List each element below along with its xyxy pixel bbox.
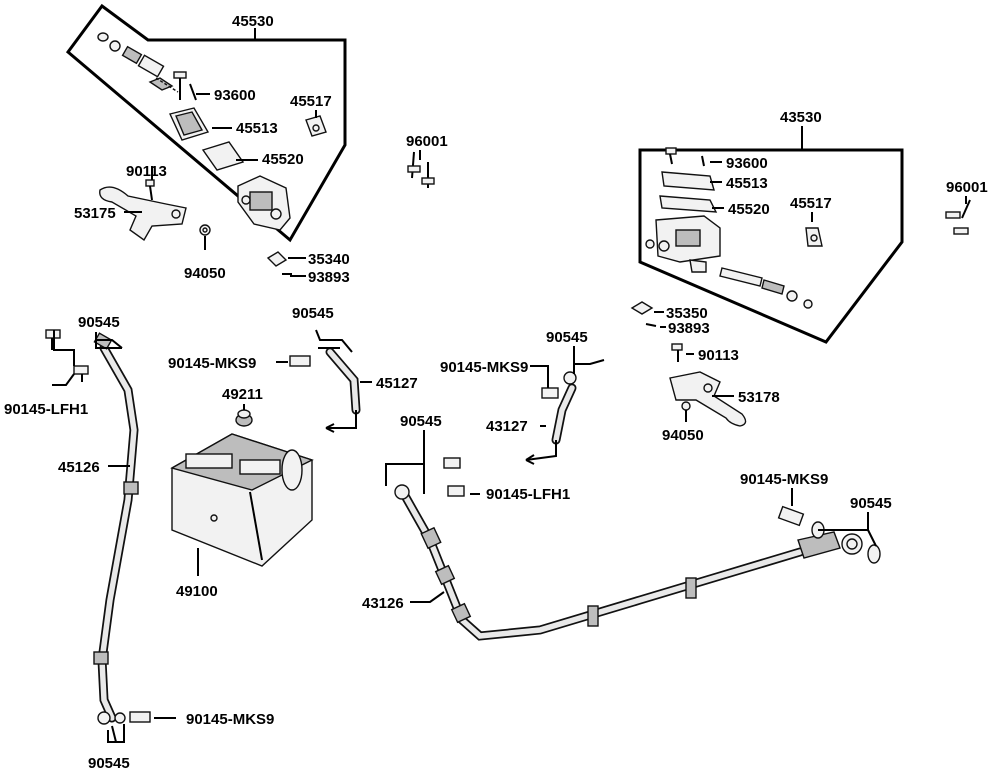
right-diaphragm [659, 195, 718, 213]
label-90145-mks9-bottom: 90145-MKS9 [186, 711, 274, 728]
label-96001-center: 96001 [406, 133, 448, 150]
label-45127: 45127 [376, 375, 418, 392]
label-43127: 43127 [486, 418, 528, 435]
left-lever-53175 [99, 186, 187, 242]
label-93600-right: 93600 [726, 155, 768, 172]
right-reservoir-screws [665, 147, 705, 167]
left-master-cylinder-group-box [65, 3, 347, 243]
switch-35350 [630, 301, 657, 327]
label-45517-right: 45517 [790, 195, 832, 212]
bolt-96001-center [407, 151, 435, 188]
label-90113-right: 90113 [698, 347, 739, 364]
label-90545-abs: 90545 [292, 305, 334, 322]
label-53178: 53178 [738, 389, 780, 406]
label-35340: 35340 [308, 251, 350, 268]
label-45126: 45126 [58, 459, 100, 476]
label-45520-right: 45520 [728, 201, 770, 218]
label-93600-left: 93600 [214, 87, 256, 104]
hose-43126-fittings [394, 484, 863, 627]
label-94050-left: 94050 [184, 265, 226, 282]
right-master-cylinder-group-box [638, 148, 904, 344]
left-master-cylinder-piston-kit [97, 32, 179, 93]
bolt-90145-mks9-center [541, 371, 577, 399]
label-49100: 49100 [176, 583, 218, 600]
nut-94050-left [199, 224, 211, 236]
right-lever-53178 [669, 371, 747, 427]
label-45517-left: 45517 [290, 93, 332, 110]
label-93893-left: 93893 [308, 269, 350, 286]
label-43530: 43530 [780, 109, 822, 126]
label-45513-right: 45513 [726, 175, 768, 192]
switch-35340 [266, 251, 292, 275]
left-master-cylinder-body [237, 175, 291, 231]
bolt-96001-right [945, 199, 971, 235]
label-94050-right: 94050 [662, 427, 704, 444]
label-90145-mks9-right: 90145-MKS9 [740, 471, 828, 488]
label-35350: 35350 [666, 305, 708, 322]
label-43126: 43126 [362, 595, 404, 612]
grommet-49211 [235, 409, 253, 427]
label-90145-mks9-center: 90145-MKS9 [440, 359, 528, 376]
screw-90113-left [145, 179, 155, 201]
label-49211: 49211 [222, 386, 263, 403]
label-90545-left-top: 90545 [78, 314, 120, 331]
right-piston-kit [719, 267, 813, 309]
label-90113-left: 90113 [126, 163, 167, 180]
label-90545-right: 90545 [850, 495, 892, 512]
label-45513-left: 45513 [236, 120, 278, 137]
bolt-90145-mks9-bottom-left [129, 711, 151, 723]
leader-lines [52, 93, 967, 743]
label-90545-center-lower: 90545 [400, 413, 442, 430]
left-diaphragm [201, 141, 245, 171]
bolt-90145-lfh1-left [45, 329, 89, 382]
label-90545-center: 90545 [546, 329, 588, 346]
label-45530: 45530 [232, 13, 274, 30]
right-reservoir-cap [661, 171, 715, 191]
label-90545-bottom: 90545 [88, 755, 130, 772]
label-96001-right: 96001 [946, 179, 988, 196]
label-93893-right: 93893 [668, 320, 710, 337]
label-90145-lfh1-left: 90145-LFH1 [4, 401, 88, 418]
left-bracket-45517 [305, 115, 327, 137]
abs-unit-49100 [170, 433, 314, 567]
bolt-90145-lfh1-center [443, 457, 465, 497]
label-53175: 53175 [74, 205, 116, 222]
right-bracket-45517 [805, 227, 823, 247]
left-reservoir-screws [173, 71, 197, 101]
bolt-90145-mks9-abs [289, 355, 311, 367]
label-90145-lfh1-center: 90145-LFH1 [486, 486, 570, 503]
right-master-cylinder-body [645, 215, 721, 273]
left-reservoir-cap [169, 107, 210, 141]
label-45520-left: 45520 [262, 151, 304, 168]
screw-90113-right [671, 343, 683, 362]
label-90145-mks9-abs: 90145-MKS9 [168, 355, 256, 372]
